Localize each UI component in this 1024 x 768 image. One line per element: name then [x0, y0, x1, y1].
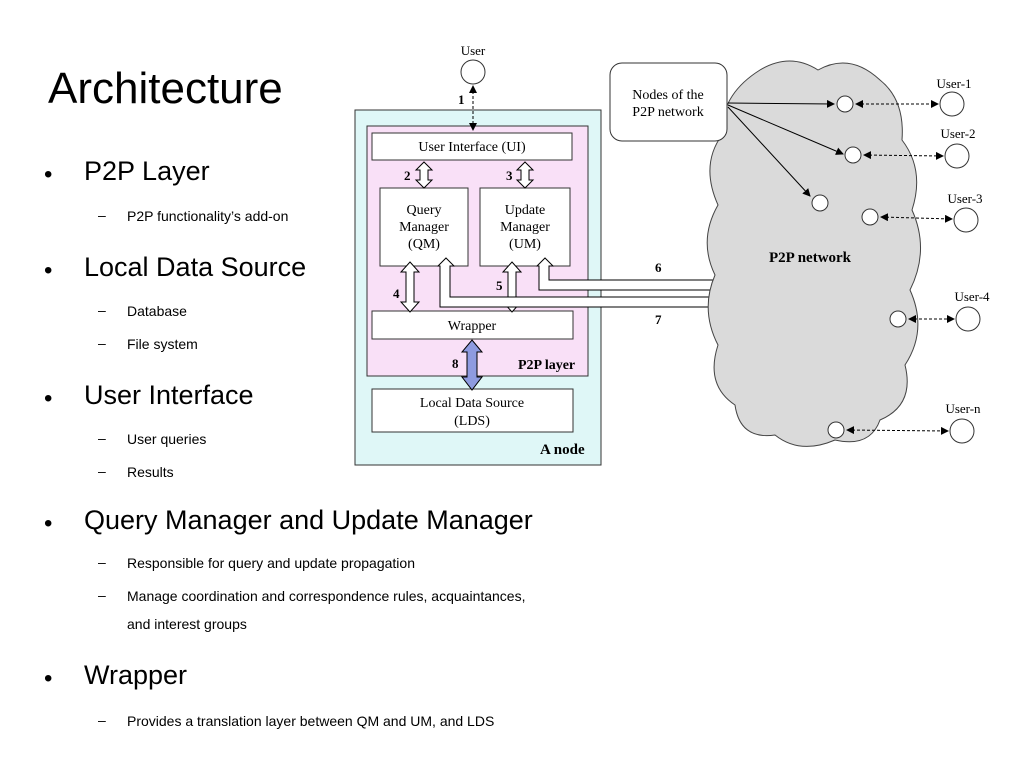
network-node: [844, 146, 862, 164]
sub-bullet-continuation: and interest groups: [127, 616, 247, 632]
sub-bullet-dash: –: [98, 207, 106, 223]
qm-label-2: Manager: [399, 220, 449, 235]
ui-box: [371, 132, 573, 161]
lds-box: [371, 388, 574, 433]
network-node: [889, 310, 907, 328]
user-2-circle: [944, 143, 970, 169]
arrow-2: [414, 161, 434, 189]
arrow-4: [399, 261, 421, 313]
user-n-circle: [949, 418, 975, 444]
arrow-8: [460, 339, 484, 391]
sub-bullet-dash: –: [98, 463, 106, 479]
node-label: A node: [540, 442, 585, 458]
bullet-wrapper: Wrapper: [84, 660, 188, 690]
arrow-label-8: 8: [452, 356, 459, 371]
user-label: User: [461, 43, 486, 58]
sub-bullet: P2P functionality’s add-on: [127, 208, 289, 224]
slide-title: Architecture: [48, 64, 283, 113]
sub-bullet-dash: –: [98, 430, 106, 446]
network-node: [811, 194, 829, 212]
wrapper-label: Wrapper: [448, 319, 497, 334]
arrow-label-1: 1: [458, 92, 465, 107]
user-n-link: [846, 426, 949, 435]
sub-bullet: Results: [127, 464, 174, 480]
arrow-label-5: 5: [496, 278, 503, 293]
p2p-network-label: P2P network: [769, 250, 852, 266]
qm-label-3: (QM): [408, 237, 440, 252]
user-1-circle: [939, 91, 965, 117]
arrow-label-3: 3: [506, 168, 513, 183]
sub-bullet: Provides a translation layer between QM …: [127, 713, 495, 729]
sub-bullet-dash: –: [98, 554, 106, 570]
qm-box: [379, 187, 469, 267]
bullet-dot: •: [44, 161, 53, 188]
um-label-2: Manager: [500, 220, 550, 235]
bullet-p2p-layer: P2P Layer: [84, 156, 210, 186]
network-node: [861, 208, 879, 226]
sub-bullet: File system: [127, 336, 198, 352]
um-label-1: Update: [505, 203, 545, 218]
lds-label-2: (LDS): [454, 414, 490, 429]
bullet-dot: •: [44, 510, 53, 537]
sub-bullet: User queries: [127, 431, 207, 447]
arrow-label-6: 6: [655, 260, 662, 275]
user-3-label: User-3: [947, 191, 982, 206]
user-3-link: [880, 213, 953, 223]
sub-bullet: Database: [127, 303, 187, 319]
sub-bullet-dash: –: [98, 335, 106, 351]
user-4-label: User-4: [954, 289, 990, 304]
ui-box-label: User Interface (UI): [418, 140, 526, 155]
arrow-label-7: 7: [655, 312, 662, 327]
bullet-dot: •: [44, 257, 53, 284]
user-circle: [460, 59, 486, 85]
bullet-local-data-source: Local Data Source: [84, 252, 307, 282]
arrow-3: [515, 161, 535, 189]
user-3-circle: [953, 207, 979, 233]
arrow-label-2: 2: [404, 168, 411, 183]
user-2-link: [863, 151, 944, 160]
user-2-label: User-2: [940, 126, 975, 141]
arrow-5: [501, 261, 523, 313]
callout-arrow-2: [727, 104, 844, 155]
bullet-dot: •: [44, 665, 53, 692]
sub-bullet-dash: –: [98, 712, 106, 728]
nodes-callout: [609, 62, 728, 142]
user-1-label: User-1: [936, 76, 971, 91]
callout-line-1: Nodes of the: [632, 88, 704, 103]
callout-line-2: P2P network: [632, 105, 703, 120]
bullet-dot: •: [44, 385, 53, 412]
um-box: [479, 187, 571, 267]
callout-arrow-3: [727, 106, 811, 197]
bullet-qm-um: Query Manager and Update Manager: [84, 505, 533, 535]
p2p-layer-label: P2P layer: [518, 358, 575, 373]
lds-label-1: Local Data Source: [420, 396, 524, 411]
user-4-circle: [955, 306, 981, 332]
sub-bullet: Manage coordination and correspondence r…: [127, 588, 526, 604]
network-node: [836, 95, 854, 113]
sub-bullet-dash: –: [98, 587, 106, 603]
sub-bullet-dash: –: [98, 302, 106, 318]
network-node: [827, 421, 845, 439]
bullet-user-interface: User Interface: [84, 380, 254, 410]
arrow-label-4: 4: [393, 286, 400, 301]
qm-label-1: Query: [407, 203, 442, 218]
callout-arrow-1: [727, 99, 835, 108]
um-label-3: (UM): [509, 237, 541, 252]
user-n-label: User-n: [945, 401, 981, 416]
wrapper-box: [371, 310, 574, 340]
sub-bullet: Responsible for query and update propaga…: [127, 555, 415, 571]
